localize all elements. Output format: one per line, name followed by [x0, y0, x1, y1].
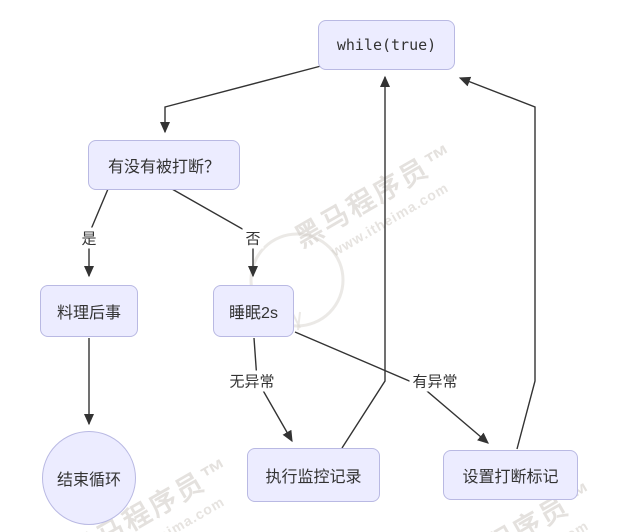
edge-label-no: 否 — [242, 227, 264, 249]
watermark-logo-ring — [249, 232, 345, 328]
edge-label-yes: 是 — [78, 227, 100, 249]
node-end-loop-label: 结束循环 — [56, 472, 121, 489]
node-cleanup-label: 料理后事 — [56, 305, 121, 322]
node-check-interrupted-label: 有没有被打断？ — [107, 159, 220, 176]
node-sleep-label: 睡眠2s — [229, 305, 278, 322]
node-check-interrupted: 有没有被打断？ — [88, 140, 240, 190]
node-while-loop-label: while(true) — [336, 36, 437, 54]
edge-label-has-exception: 有异常 — [409, 370, 461, 392]
edge-label-no-exception: 无异常 — [226, 370, 278, 392]
node-end-loop: 结束循环 — [42, 431, 136, 525]
node-monitor-log-label: 执行监控记录 — [265, 469, 362, 486]
node-while-loop: while(true) — [318, 20, 455, 70]
node-set-flag-label: 设置打断标记 — [462, 469, 559, 486]
edge-setflag-to-while — [458, 76, 536, 450]
edge-while-to-check — [159, 65, 322, 134]
node-monitor-log: 执行监控记录 — [247, 448, 380, 502]
edge-check-no-to-sleep — [171, 188, 259, 278]
node-set-flag: 设置打断标记 — [443, 450, 578, 500]
node-sleep: 睡眠2s — [213, 285, 294, 337]
node-cleanup: 料理后事 — [40, 285, 138, 337]
edge-monitor-to-while — [341, 75, 391, 449]
